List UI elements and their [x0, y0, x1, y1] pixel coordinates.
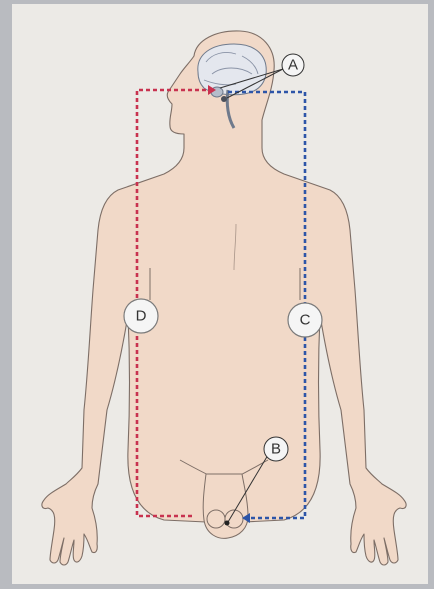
genitals	[203, 474, 248, 538]
pituitary-dot	[221, 96, 227, 102]
label-a-text: A	[288, 57, 298, 74]
testis-left	[207, 510, 225, 528]
label-d-text: D	[136, 308, 147, 325]
label-c-text: C	[300, 312, 311, 329]
label-b-text: B	[271, 441, 281, 458]
label-b-target-dot	[225, 521, 230, 526]
